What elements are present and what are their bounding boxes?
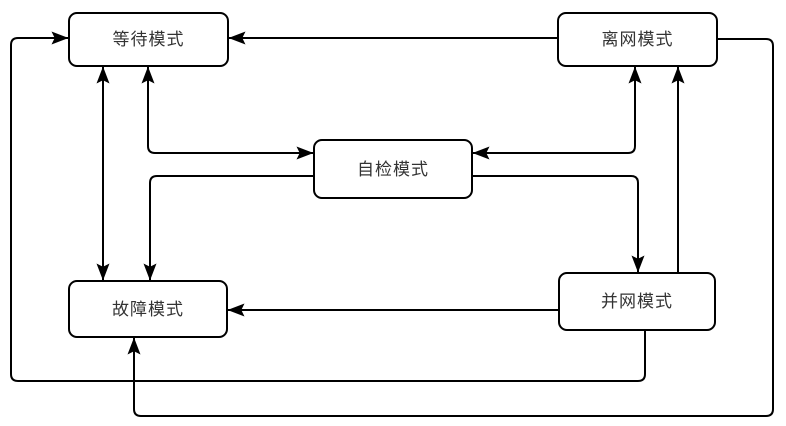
node-off-grid-label: 离网模式	[601, 30, 674, 49]
node-standby-label: 等待模式	[112, 30, 185, 49]
node-self-check-label: 自检模式	[357, 159, 429, 179]
edge-standby-self-check-two-way	[141, 66, 314, 160]
node-fault: 故障模式	[68, 280, 228, 338]
node-standby: 等待模式	[68, 12, 229, 67]
node-self-check: 自检模式	[313, 139, 473, 199]
edge-self-check-to-fault	[143, 175, 313, 281]
node-grid-connected: 并网模式	[558, 272, 716, 331]
edge-self-check-to-grid-connected	[473, 175, 645, 273]
node-off-grid: 离网模式	[557, 12, 718, 67]
node-grid-connected-label: 并网模式	[601, 292, 673, 311]
node-fault-label: 故障模式	[112, 299, 184, 319]
edge-grid-connected-to-standby	[10, 31, 646, 382]
edge-off-grid-self-check-two-way	[472, 66, 642, 160]
edge-off-grid-to-fault	[127, 38, 774, 417]
